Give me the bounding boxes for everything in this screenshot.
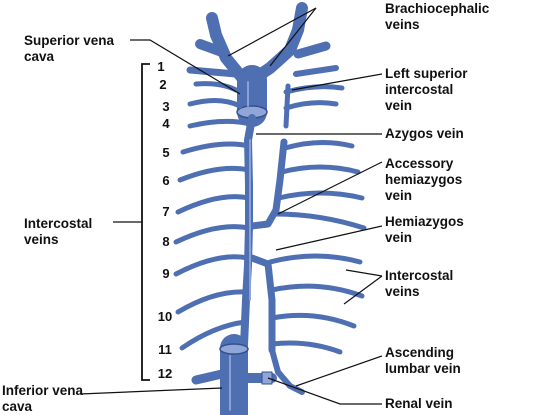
leader-brachiocephalic-1 [227, 7, 317, 57]
intercostal-vein-right-6 [276, 190, 365, 201]
ascending-lumbar-vein [269, 347, 305, 395]
rib-number-1: 1 [157, 59, 165, 74]
rib-number-11: 11 [158, 342, 172, 357]
leader-intercostal-right-1 [345, 269, 383, 277]
leader-intercostal-right-2 [343, 275, 383, 305]
hemiazygos-vein [248, 254, 276, 354]
leader-renal [267, 377, 382, 405]
right-brachiocephalic-branch [293, 41, 331, 59]
label-inferior-vena-cava: Inferior vena cava [2, 383, 84, 414]
intercostal-vein-right-8 [267, 253, 363, 265]
label-intercostal-veins-left: Intercostal veins [24, 216, 93, 247]
intercostal-vein-right-10 [269, 312, 357, 329]
accessory-hemiazygos-vein [248, 138, 288, 230]
intercostal-vein-left-8 [173, 224, 252, 245]
label-superior-vena-cava: Superior vena cava [24, 33, 115, 64]
label-renal-vein: Renal vein [385, 396, 453, 411]
leader-accessory-hemiazygos [277, 161, 383, 215]
leader-brachiocephalic-2 [269, 7, 317, 67]
intercostal-vein-left-3 [187, 98, 243, 109]
renal-vein-cut [261, 371, 273, 385]
label-left-superior-intercostal-vein: Left superior intercostal vein [385, 66, 468, 113]
intercostal-vein-right-5 [279, 164, 361, 175]
intercostal-vein-left-6 [177, 165, 252, 183]
rib-number-4: 4 [162, 116, 170, 131]
leader-superior-vena-cava [130, 39, 241, 95]
rib-number-2: 2 [159, 77, 167, 92]
label-hemiazygos-vein: Hemiazygos vein [385, 214, 464, 245]
intercostal-vein-right-4 [282, 139, 355, 151]
left-brachiocephalic-upper-branch [195, 39, 227, 57]
label-ascending-lumbar-vein: Ascending lumbar vein [385, 345, 461, 376]
rib-bracket [141, 63, 150, 381]
rib-number-3: 3 [162, 99, 170, 114]
label-brachiocephalic-veins: Brachiocephalic veins [385, 1, 490, 32]
intercostal-vein-left-11 [179, 319, 248, 351]
leader-inferior-vena-cava [79, 387, 223, 395]
rib-number-12: 12 [157, 366, 173, 381]
intercostal-vein-right-1 [283, 84, 345, 95]
rib-number-5: 5 [162, 145, 170, 160]
veins [173, 2, 367, 415]
intercostal-vein-right-11 [269, 340, 343, 355]
intercostal-vein-left-10 [175, 289, 250, 315]
inferior-vena-cava-opening [219, 343, 249, 355]
intercostal-vein-left-2 [193, 81, 239, 93]
leader-ascending-lumbar [295, 355, 383, 387]
renal-vein-left [191, 369, 227, 385]
intercostal-vein-right-2 [283, 100, 339, 111]
rib-number-6: 6 [162, 173, 170, 188]
intercostal-vein-left-9 [173, 254, 251, 277]
intercostal-vein-left-5 [180, 141, 252, 155]
rib-number-10: 10 [157, 309, 173, 324]
intercostal-vein-left-7 [175, 194, 252, 215]
leader-left-superior-intercostal [291, 73, 383, 91]
rib-number-8: 8 [162, 234, 170, 249]
label-intercostal-veins-right: Intercostal veins [385, 268, 454, 299]
intercostal-vein-right-7 [273, 211, 367, 231]
rib-number-7: 7 [162, 204, 170, 219]
leader-lines [79, 7, 383, 405]
intercostal-vein-right-9 [269, 283, 365, 299]
label-azygos-vein: Azygos vein [385, 126, 464, 141]
brachiocephalic-small-branch [186, 66, 240, 78]
leader-hemiazygos [275, 225, 383, 251]
label-accessory-hemiazygos-vein: Accessory hemiazygos vein [385, 156, 463, 203]
brachiocephalic-small-branch-right [293, 65, 339, 77]
rib-number-9: 9 [162, 266, 170, 281]
vein-highlights [229, 81, 251, 411]
intercostal-vein-left-4 [187, 118, 253, 129]
